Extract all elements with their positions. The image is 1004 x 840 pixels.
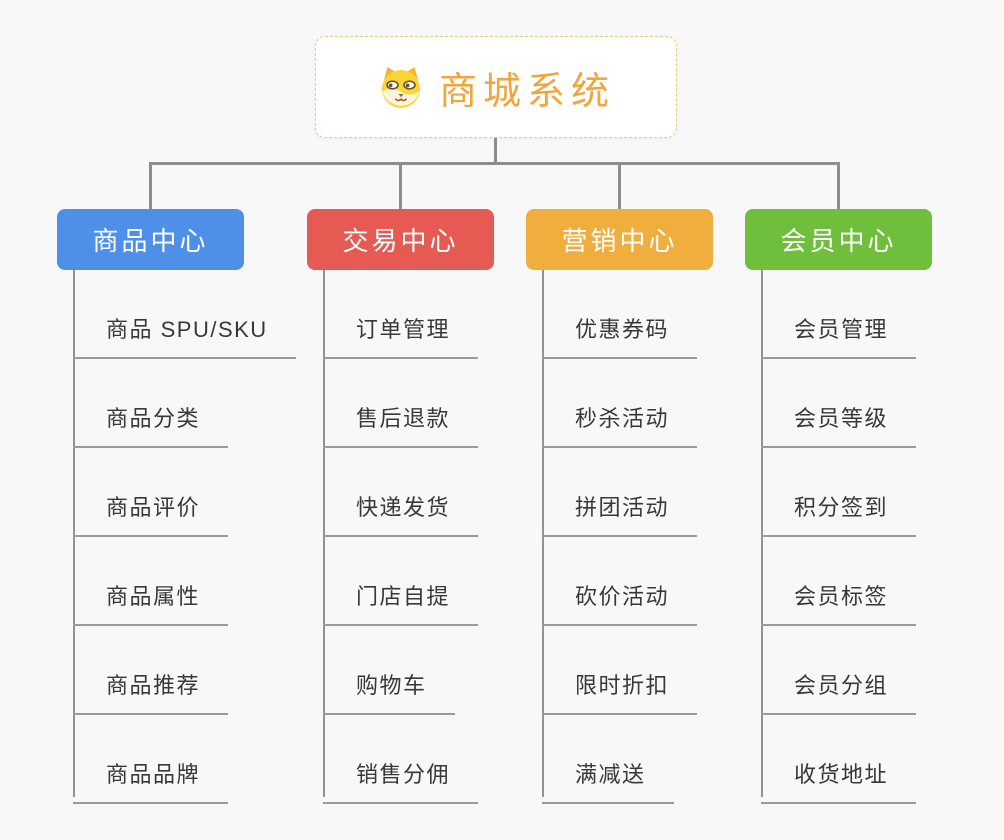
connector-drop-member xyxy=(837,162,840,209)
branch-item[interactable]: 门店自提 xyxy=(323,584,479,626)
branch-item[interactable]: 会员分组 xyxy=(761,673,917,715)
branch-item[interactable]: 购物车 xyxy=(323,673,455,715)
branch-node-member[interactable]: 会员中心 xyxy=(745,209,932,270)
branch-trade-center: 交易中心 订单管理 售后退款 快递发货 门店自提 购物车 销售分佣 xyxy=(307,209,557,809)
branch-item[interactable]: 会员管理 xyxy=(761,317,917,359)
branch-item[interactable]: 拼团活动 xyxy=(542,495,698,537)
branch-node-product[interactable]: 商品中心 xyxy=(57,209,244,270)
branch-item[interactable]: 快递发货 xyxy=(323,495,479,537)
branch-item[interactable]: 优惠券码 xyxy=(542,317,698,359)
branch-item[interactable]: 收货地址 xyxy=(761,762,917,804)
connector-drop-trade xyxy=(399,162,402,209)
branch-marketing-center: 营销中心 优惠券码 秒杀活动 拼团活动 砍价活动 限时折扣 满减送 xyxy=(526,209,776,809)
branch-item[interactable]: 砍价活动 xyxy=(542,584,698,626)
root-title: 商城系统 xyxy=(438,70,615,113)
branch-item[interactable]: 商品属性 xyxy=(73,584,229,626)
branch-item[interactable]: 销售分佣 xyxy=(323,762,479,804)
branch-item[interactable]: 商品分类 xyxy=(73,406,229,448)
connector-root-drop xyxy=(494,138,497,165)
branch-item[interactable]: 商品品牌 xyxy=(73,762,229,804)
branch-item[interactable]: 积分签到 xyxy=(761,495,917,537)
branch-product-center: 商品中心 商品 SPU/SKU 商品分类 商品评价 商品属性 商品推荐 商品品牌 xyxy=(57,209,307,809)
branch-item[interactable]: 秒杀活动 xyxy=(542,406,698,448)
branch-item[interactable]: 满减送 xyxy=(542,762,674,804)
branch-item[interactable]: 售后退款 xyxy=(323,406,479,448)
dog-face-icon xyxy=(377,63,425,111)
branch-item[interactable]: 限时折扣 xyxy=(542,673,698,715)
branch-item[interactable]: 商品推荐 xyxy=(73,673,229,715)
branch-node-marketing[interactable]: 营销中心 xyxy=(526,209,713,270)
connector-drop-marketing xyxy=(618,162,621,209)
branch-trunk-line xyxy=(323,270,325,797)
branch-item[interactable]: 会员标签 xyxy=(761,584,917,626)
branch-trunk-line xyxy=(761,270,763,797)
branch-node-trade[interactable]: 交易中心 xyxy=(307,209,494,270)
branch-item[interactable]: 订单管理 xyxy=(323,317,479,359)
connector-horizontal-bar xyxy=(149,162,840,165)
branch-trunk-line xyxy=(73,270,75,797)
branch-member-center: 会员中心 会员管理 会员等级 积分签到 会员标签 会员分组 收货地址 xyxy=(745,209,995,809)
branch-trunk-line xyxy=(542,270,544,797)
root-node[interactable]: 商城系统 xyxy=(315,36,677,138)
branch-item[interactable]: 商品评价 xyxy=(73,495,229,537)
branch-item[interactable]: 商品 SPU/SKU xyxy=(73,317,296,359)
connector-drop-product xyxy=(149,162,152,209)
branch-item[interactable]: 会员等级 xyxy=(761,406,917,448)
